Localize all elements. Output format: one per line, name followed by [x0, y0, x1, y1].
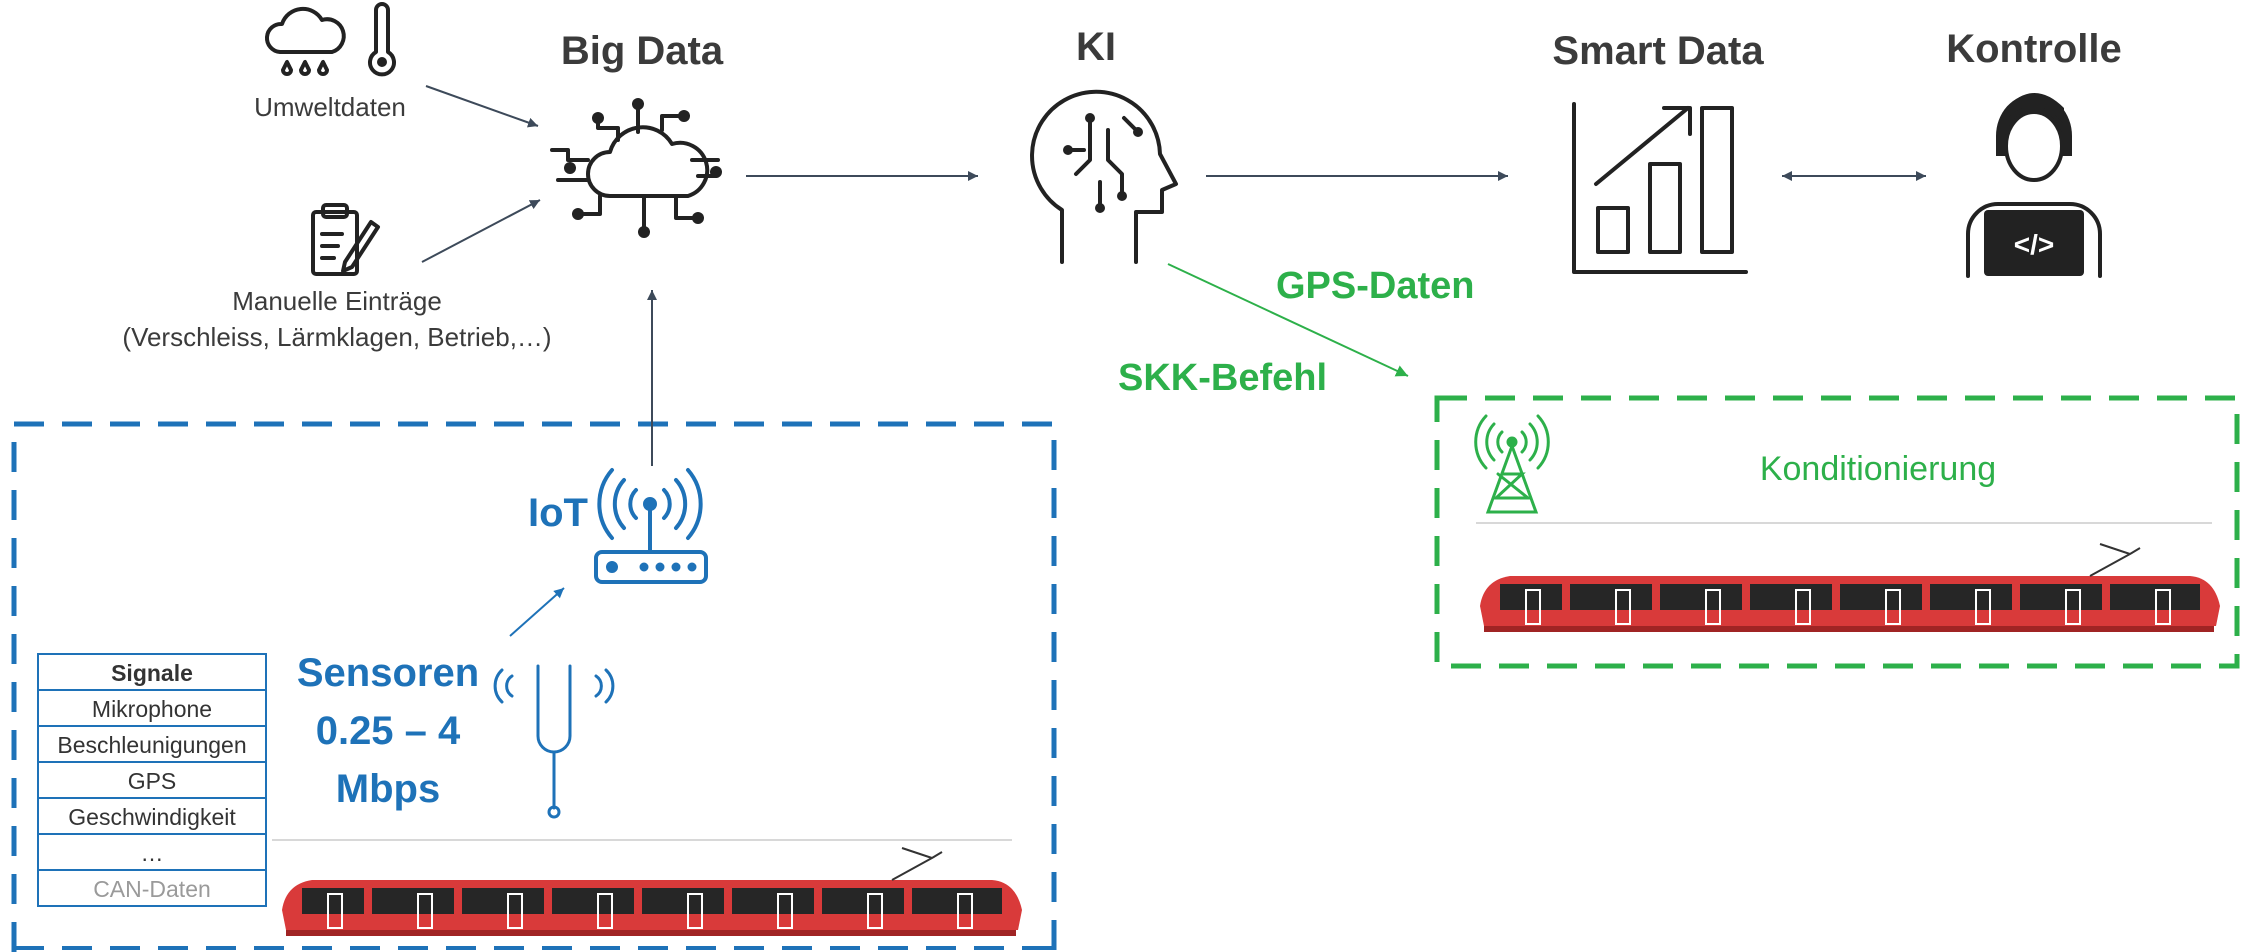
svg-text:</>: </>: [2014, 229, 2054, 260]
iot-label: IoT: [528, 491, 588, 535]
arrow-umwelt-to-bigdata: [425, 85, 539, 128]
onboard-box: [11, 421, 1057, 952]
table-row: Mikrophone: [92, 696, 212, 722]
tram-icon-left: [282, 847, 1022, 936]
router-wifi-icon: [594, 468, 708, 584]
manuelle-eintraege-details: (Verschleiss, Lärmklagen, Betrieb,…): [122, 322, 551, 352]
table-row: Geschwindigkeit: [68, 804, 236, 830]
big-data-title: Big Data: [561, 29, 724, 73]
sensoren-unit: Mbps: [336, 767, 440, 811]
table-header: Signale: [111, 660, 193, 686]
table-row-muted: CAN-Daten: [93, 876, 211, 902]
clipboard-icon: [311, 203, 380, 276]
konditionierung-label: Konditionierung: [1760, 450, 1996, 488]
skk-befehl-label: SKK-Befehl: [1118, 357, 1327, 399]
developer-icon: </>: [1966, 93, 2102, 278]
tuning-fork-sensor-icon: [493, 664, 615, 819]
arrow-ki-to-konditionierung: [1167, 263, 1409, 377]
sensoren-label: Sensoren: [297, 651, 479, 695]
konditionierung-box: [1434, 395, 2240, 669]
ai-head-icon: [1030, 89, 1178, 264]
table-row: GPS: [128, 768, 177, 794]
cloud-network-icon: [550, 98, 722, 238]
smart-data-title: Smart Data: [1552, 29, 1764, 73]
tram-icon-right: [1480, 543, 2220, 632]
table-row: Beschleunigungen: [57, 732, 246, 758]
manuelle-eintraege-label: Manuelle Einträge: [232, 286, 442, 316]
arrow-sensor-to-iot: [509, 587, 565, 637]
umweltdaten-label: Umweltdaten: [254, 92, 406, 122]
gps-daten-label: GPS-Daten: [1276, 265, 1474, 307]
arrow-manuell-to-bigdata: [421, 199, 541, 263]
radio-tower-icon: [1474, 414, 1550, 514]
signals-table: Signale Mikrophone Beschleunigungen GPS …: [37, 653, 267, 907]
thermometer-icon: [368, 2, 396, 77]
bar-chart-icon: [1572, 102, 1748, 274]
sensoren-rate: 0.25 – 4: [316, 709, 461, 753]
table-row: …: [141, 840, 164, 866]
weather-icon: [264, 6, 346, 76]
ki-title: KI: [1076, 25, 1116, 69]
kontrolle-title: Kontrolle: [1946, 27, 2122, 71]
